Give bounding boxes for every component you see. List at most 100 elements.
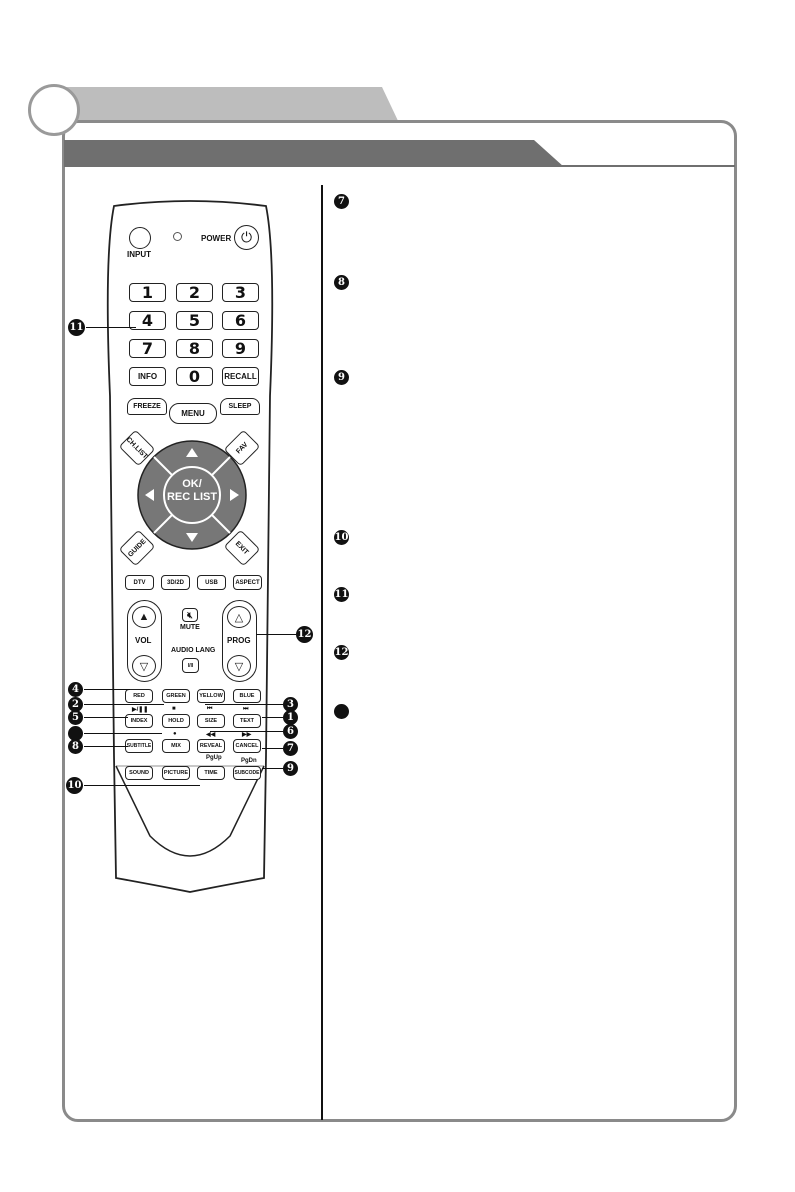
blue-button[interactable]: BLUE: [233, 689, 261, 703]
callout-5: 5: [68, 710, 83, 725]
aspect-button[interactable]: ASPECT: [233, 575, 262, 590]
digit-4-button[interactable]: 4: [129, 311, 166, 330]
size-button[interactable]: SIZE: [197, 714, 225, 728]
up-arrow-icon: [186, 448, 198, 457]
sub-header-bar: [64, 140, 735, 167]
text-button[interactable]: TEXT: [233, 714, 261, 728]
callout-10: 10: [66, 777, 83, 794]
vol-up-button[interactable]: ▲: [132, 606, 156, 628]
digit-3-button[interactable]: 3: [222, 283, 259, 302]
mute-speaker-icon: 🔇︎: [187, 609, 193, 620]
prog-down-button[interactable]: ▽: [227, 655, 251, 677]
header-tab: [60, 87, 380, 125]
left-arrow-icon: [145, 489, 154, 501]
cancel-button[interactable]: CANCEL: [233, 739, 261, 753]
callout-12: 12: [296, 626, 313, 643]
green-button[interactable]: GREEN: [162, 689, 190, 703]
remote-control: INPUT POWER ⏻ 1 2 3 4 5 6 7 8 9 INFO 0 R…: [103, 200, 276, 890]
power-label: POWER: [201, 234, 232, 243]
leader-line-9: [262, 768, 283, 770]
navigation-ring[interactable]: [137, 440, 247, 550]
vol-label: VOL: [135, 636, 152, 645]
leader-line-2: [84, 704, 164, 706]
digit-9-button[interactable]: 9: [222, 339, 259, 358]
callout-11: 11: [68, 319, 85, 336]
column-divider: [321, 185, 323, 1120]
vol-down-button[interactable]: ▽: [132, 655, 156, 677]
digit-0-button[interactable]: 0: [176, 367, 213, 386]
fast-forward-symbol: ▶▶: [242, 732, 252, 738]
list-marker-8: 8: [334, 275, 349, 290]
callout-9: 9: [283, 761, 298, 776]
next-symbol: ⏭: [243, 706, 249, 712]
picture-button[interactable]: PICTURE: [162, 766, 190, 780]
callout-6: 6: [283, 724, 298, 739]
info-button[interactable]: INFO: [129, 367, 166, 386]
mix-button[interactable]: MIX: [162, 739, 190, 753]
audio-lang-label: AUDIO LANG: [171, 647, 216, 654]
down-arrow-icon: [186, 533, 198, 542]
usb-button[interactable]: USB: [197, 575, 226, 590]
list-marker-10: 10: [334, 530, 349, 545]
prog-label: PROG: [227, 636, 251, 645]
red-button[interactable]: RED: [125, 689, 153, 703]
subtitle-button[interactable]: SUBTITLE: [125, 739, 153, 753]
digit-7-button[interactable]: 7: [129, 339, 166, 358]
hold-button[interactable]: HOLD: [162, 714, 190, 728]
digit-1-button[interactable]: 1: [129, 283, 166, 302]
list-marker-11: 11: [334, 587, 349, 602]
time-button[interactable]: TIME: [197, 766, 225, 780]
input-label: INPUT: [127, 250, 151, 259]
pgdn-label: PgDn: [241, 758, 257, 764]
leader-line-record: [84, 733, 162, 735]
triangle-up-icon: ▲: [138, 611, 150, 623]
list-marker-9: 9: [334, 370, 349, 385]
header-tab-slant: [360, 87, 400, 125]
prog-up-button[interactable]: △: [227, 606, 251, 628]
leader-line-4: [84, 689, 130, 691]
ok-label-line1[interactable]: OK/: [182, 478, 202, 490]
play-pause-symbol: ▶/❚❚: [132, 707, 149, 713]
dtv-button[interactable]: DTV: [125, 575, 154, 590]
section-circle-badge: [28, 84, 80, 136]
leader-line-12: [256, 634, 296, 636]
pgup-label: PgUp: [206, 755, 222, 761]
callout-7: 7: [283, 741, 298, 756]
stop-symbol: ■: [172, 706, 176, 712]
freeze-button[interactable]: FREEZE: [127, 398, 167, 415]
digit-2-button[interactable]: 2: [176, 283, 213, 302]
list-marker-7: 7: [334, 194, 349, 209]
leader-line-3: [205, 704, 283, 706]
sleep-button[interactable]: SLEEP: [220, 398, 260, 415]
digit-6-button[interactable]: 6: [222, 311, 259, 330]
indicator-led: [173, 232, 182, 241]
rewind-symbol: ◀◀: [206, 732, 216, 738]
mute-button[interactable]: 🔇︎: [182, 608, 198, 622]
leader-line-11: [86, 327, 136, 329]
menu-button[interactable]: MENU: [169, 403, 217, 424]
reveal-button[interactable]: REVEAL: [197, 739, 225, 753]
index-button[interactable]: INDEX: [125, 714, 153, 728]
sound-button[interactable]: SOUND: [125, 766, 153, 780]
power-button[interactable]: ⏻: [234, 225, 259, 250]
digit-5-button[interactable]: 5: [176, 311, 213, 330]
leader-line-7: [262, 748, 283, 750]
callout-2: 2: [68, 697, 83, 712]
callout-1: 1: [283, 710, 298, 725]
recall-button[interactable]: RECALL: [222, 367, 259, 386]
3d2d-button[interactable]: 3D/2D: [161, 575, 190, 590]
triangle-down-icon: ▽: [234, 660, 244, 673]
yellow-button[interactable]: YELLOW: [197, 689, 225, 703]
power-icon: ⏻: [240, 229, 253, 245]
callout-4: 4: [68, 682, 83, 697]
triangle-down-icon: ▽: [139, 660, 149, 673]
ok-label-line2[interactable]: REC LIST: [166, 491, 218, 503]
input-button[interactable]: [129, 227, 151, 249]
list-marker-12: 12: [334, 645, 349, 660]
leader-line-5: [84, 717, 128, 719]
callout-record: [68, 726, 83, 741]
subcode-button[interactable]: SUBCODE: [233, 766, 261, 780]
prev-symbol: ⏮: [207, 706, 213, 712]
audio-lang-button[interactable]: I/II: [182, 658, 199, 673]
digit-8-button[interactable]: 8: [176, 339, 213, 358]
